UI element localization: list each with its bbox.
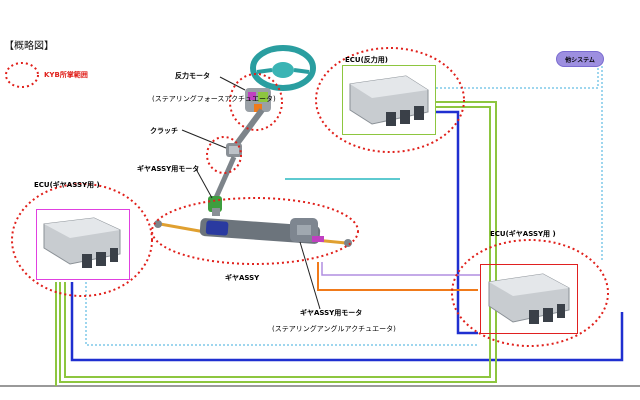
steering-column xyxy=(233,108,265,147)
clutch xyxy=(226,143,242,157)
leader-lines xyxy=(181,76,321,310)
ecu-reaction-frame xyxy=(342,65,436,135)
ecu-gear-right-label: ECU(ギヤASSY用 ) xyxy=(490,230,556,238)
scope-ecu-reaction xyxy=(315,47,465,153)
ecu-reaction-unit xyxy=(349,75,429,126)
gear-assy-label: ギヤASSY xyxy=(225,274,260,282)
kyb-scope-ellipses xyxy=(5,47,609,347)
wire-lavender xyxy=(321,262,480,276)
reaction-motor-label: 反力モータ xyxy=(175,72,210,80)
steering-angle-actuator-label: (ステアリングアングルアクチュエータ) xyxy=(272,325,396,333)
ecu-gear-left-label: ECU(ギヤASSY用 ) xyxy=(34,181,100,189)
scope-clutch xyxy=(206,136,242,174)
scope-ecu-gear-left xyxy=(11,183,153,297)
reaction-motor xyxy=(245,88,271,112)
gear-assembly xyxy=(154,218,352,247)
wire-blue-reaction-to-right xyxy=(435,110,478,335)
wires xyxy=(55,66,624,386)
steering-wheel xyxy=(250,45,316,91)
legend-ellipse xyxy=(5,62,39,88)
clutch-label: クラッチ xyxy=(150,127,178,135)
gear-assy-motor-top-label: ギヤASSY用モータ xyxy=(137,165,200,173)
ecu-reaction-label: ECU(反力用) xyxy=(345,56,389,64)
wire-green-1 xyxy=(59,101,497,383)
steering-force-actuator-label: (ステアリングフォースアクチュエータ) xyxy=(152,95,276,103)
wire-blue-left-to-right xyxy=(70,282,624,362)
wire-lightblue-top xyxy=(436,66,599,89)
ecu-gear-right-frame xyxy=(480,264,578,334)
legend-label: KYB所掌範囲 xyxy=(44,71,88,79)
other-system-label: 他システム xyxy=(565,56,595,64)
scope-ecu-gear-right xyxy=(451,239,609,347)
scope-reaction-motor xyxy=(229,73,283,131)
ecu-gear-left-frame xyxy=(36,209,130,280)
intermediate-shaft xyxy=(212,155,237,202)
ecu-gear-left-unit xyxy=(43,217,121,268)
ecu-gear-right-unit xyxy=(488,273,570,324)
scope-gear-assy xyxy=(151,197,359,265)
gear-assy-motor-bottom-label: ギヤASSY用モータ xyxy=(300,309,363,317)
wire-lightblue-bottom xyxy=(85,282,478,346)
wire-orange xyxy=(317,262,478,291)
other-system-badge: 他システム xyxy=(556,51,604,67)
header-title: 【概略図】 xyxy=(4,41,54,52)
wire-green-2 xyxy=(64,106,491,378)
